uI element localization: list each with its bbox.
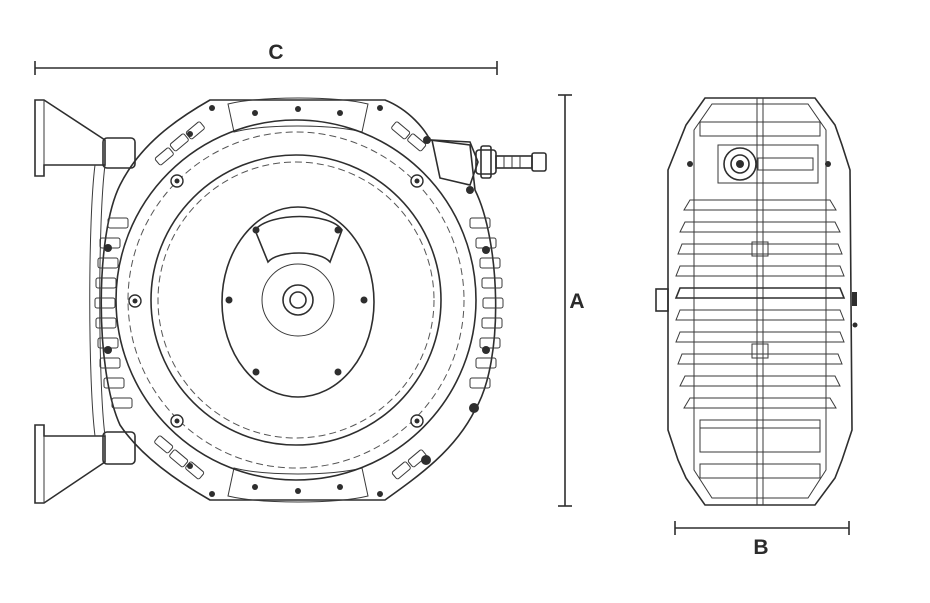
drum-outer-ring [115,119,477,481]
side-body [667,97,853,506]
reel-housing [100,99,497,501]
side-view [655,97,858,506]
dimension-b: B [674,521,850,559]
hub-axle [282,284,314,316]
dimension-c-label: C [268,41,283,64]
side-inlet-fitting [687,144,831,184]
side-wall-mount [655,288,669,312]
dimension-a: A [558,94,585,507]
drum-inner-ring [150,154,442,446]
front-view [34,97,547,504]
dimension-a-label: A [569,290,584,313]
side-fins [674,199,846,453]
housing-screws [104,105,490,497]
hose-inlet-fitting [431,139,547,194]
hub-plate [221,206,375,398]
housing-ribs-right [469,217,504,389]
housing-ribs-left [94,217,133,409]
dimension-b-label: B [753,536,768,559]
hub-bolts [225,226,368,376]
wall-bracket-bottom [34,424,136,504]
dimension-c: C [34,41,498,75]
wall-bracket-top [34,99,136,177]
